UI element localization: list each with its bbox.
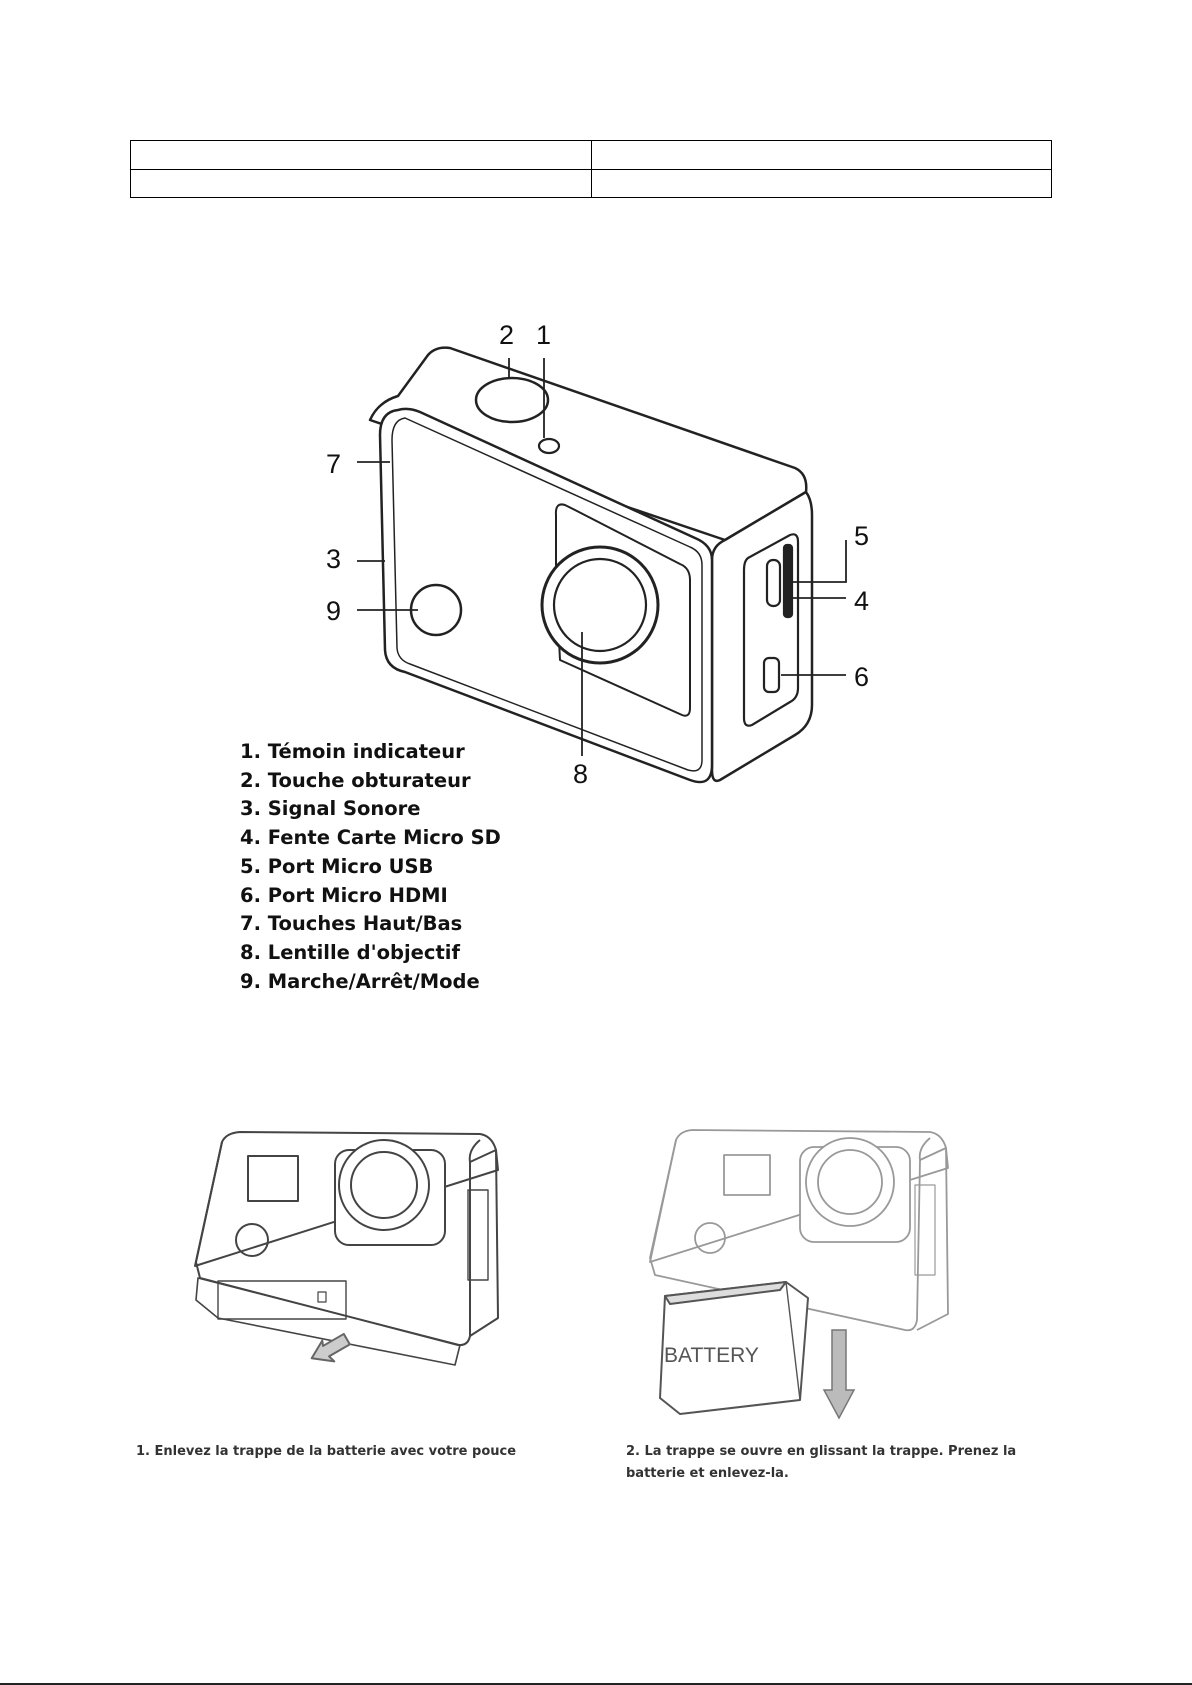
legend-item: 6. Port Micro HDMI <box>240 883 448 907</box>
battery-step-2-illustration <box>649 1129 949 1332</box>
lens <box>540 545 660 665</box>
callout-4: 4 <box>854 586 869 616</box>
camera-diagram: 1 2 3 4 5 6 7 8 9 <box>326 320 869 789</box>
battery-icon <box>659 1281 809 1415</box>
callout-5: 5 <box>854 521 869 551</box>
battery-step-1-caption: 1. Enlevez la trappe de la batterie avec… <box>136 1444 517 1459</box>
legend-item: 1. Témoin indicateur <box>240 740 465 763</box>
battery-step-2-caption: 2. La trappe se ouvre en glissant la tra… <box>626 1444 1017 1481</box>
legend-item: 9. Marche/Arrêt/Mode <box>240 969 480 993</box>
callout-7: 7 <box>326 449 341 479</box>
callout-6: 6 <box>854 662 869 692</box>
legend-item: 4. Fente Carte Micro SD <box>240 826 501 850</box>
page-bottom-rule <box>0 1683 1192 1685</box>
table-cell <box>130 168 592 198</box>
legend-item: 7. Touches Haut/Bas <box>240 912 463 936</box>
callout-3: 3 <box>326 544 341 574</box>
battery-step-1-illustration <box>194 1131 499 1366</box>
callout-1: 1 <box>536 320 551 350</box>
callout-8: 8 <box>573 759 588 789</box>
legend-item: 3. Signal Sonore <box>240 797 421 821</box>
parts-legend: 1. Témoin indicateur 2. Touche obturateu… <box>240 738 501 996</box>
battery-label: BATTERY <box>664 1344 759 1367</box>
spec-table <box>130 140 1052 198</box>
table-row <box>130 168 1052 198</box>
arrow-down-icon <box>822 1329 856 1420</box>
shutter-button <box>474 376 550 424</box>
callout-9: 9 <box>326 596 341 626</box>
legend-item: 2. Touche obturateur <box>240 768 471 792</box>
callout-2: 2 <box>499 320 514 350</box>
side-ports <box>742 533 800 727</box>
table-cell <box>590 168 1052 198</box>
indicator-light <box>537 437 561 455</box>
legend-item: 8. Lentille d'objectif <box>240 940 460 964</box>
legend-item: 5. Port Micro USB <box>240 854 434 878</box>
leader-lines <box>357 358 847 756</box>
